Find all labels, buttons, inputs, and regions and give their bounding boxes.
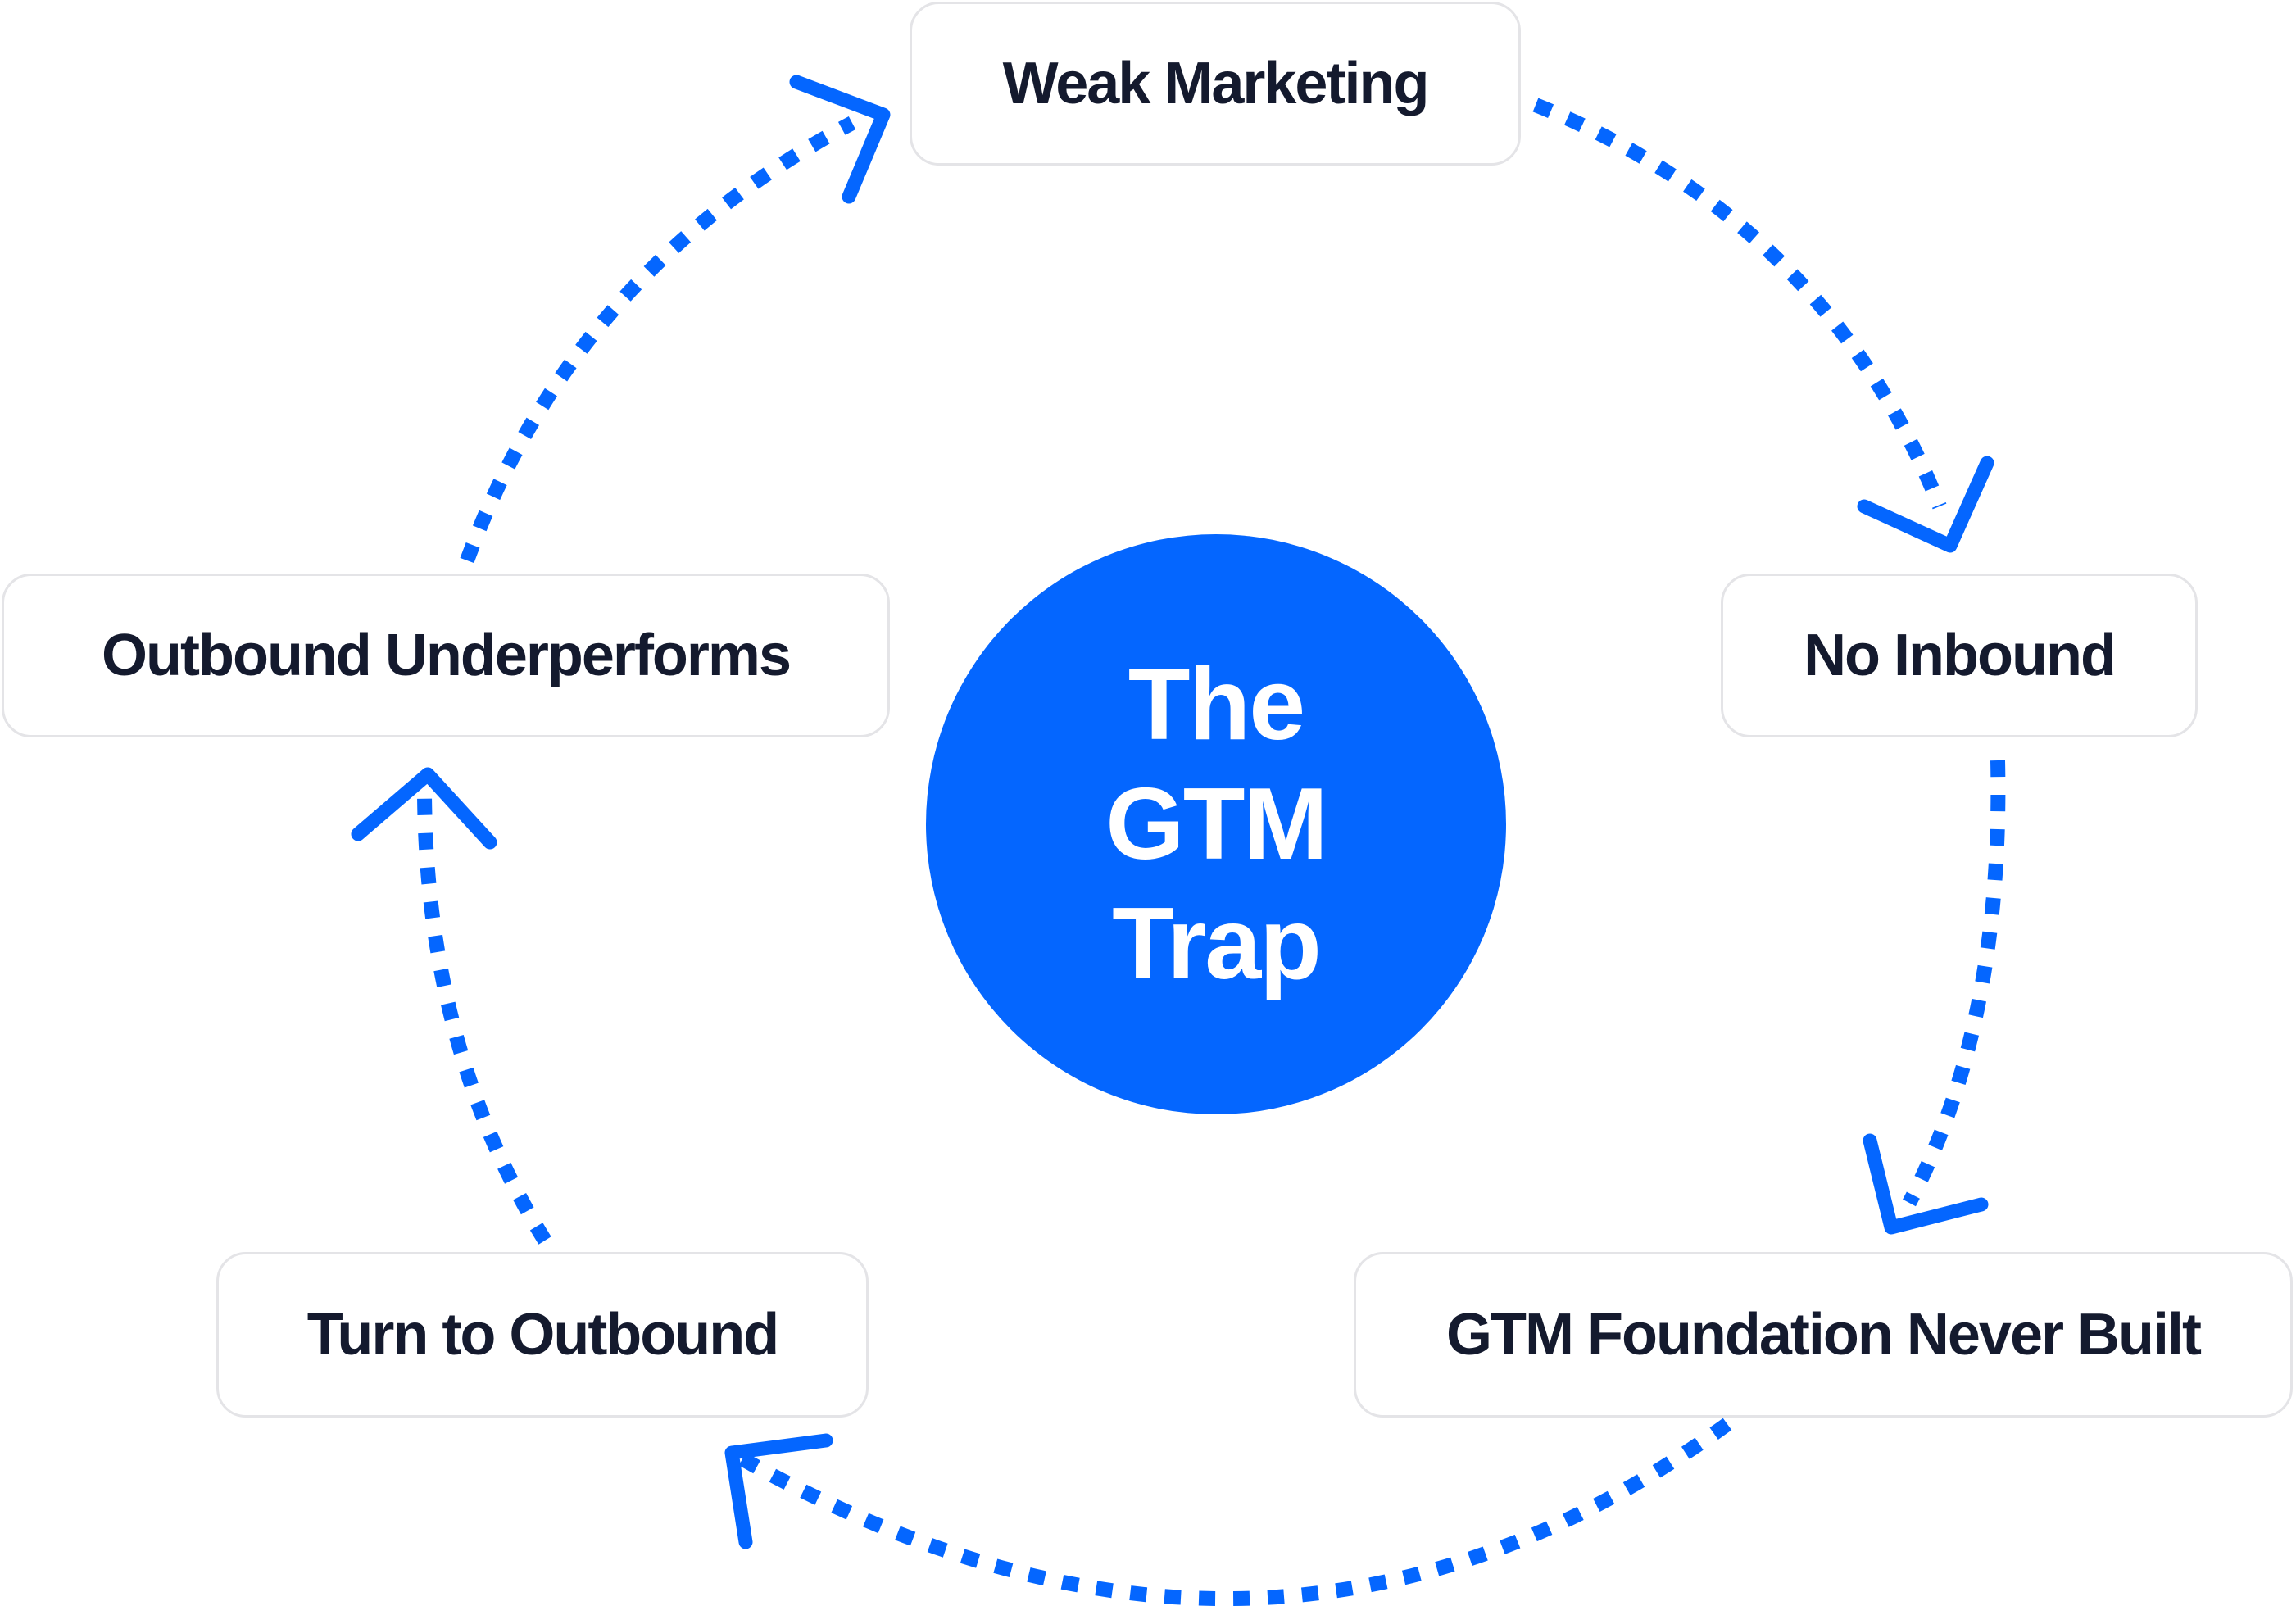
- node-label: Outbound Underperforms: [102, 623, 792, 688]
- arrowhead-foundation: [1863, 1133, 1989, 1235]
- arrow-underperforms-to-weak-marketing: [460, 116, 856, 564]
- arrow-no-inbound-to-foundation: [1903, 760, 2006, 1207]
- node-label: No Inbound: [1804, 623, 2117, 688]
- node-no-inbound: No Inbound: [1721, 574, 2198, 737]
- arrowhead-turn-to-outbound: [724, 1433, 833, 1549]
- node-label: GTM Foundation Never Built: [1446, 1302, 2202, 1368]
- node-outbound-underperforms: Outbound Underperforms: [2, 574, 890, 737]
- hub-circle: The GTM Trap: [926, 534, 1506, 1114]
- hub-title-line-2: GTM: [1105, 768, 1327, 881]
- arrowhead-no-inbound: [1857, 456, 1994, 553]
- node-label: Weak Marketing: [1002, 51, 1430, 116]
- arrow-turn-to-outbound-to-underperforms: [417, 792, 551, 1245]
- node-weak-marketing: Weak Marketing: [910, 2, 1521, 166]
- hub-title-line-3: Trap: [1112, 887, 1322, 1000]
- arrowhead-weak-marketing: [789, 75, 891, 204]
- arrow-foundation-to-turn-to-outbound: [737, 1418, 1732, 1606]
- arrow-weak-marketing-to-no-inbound: [1532, 98, 1947, 510]
- node-turn-to-outbound: Turn to Outbound: [216, 1252, 869, 1418]
- node-label: Turn to Outbound: [306, 1302, 779, 1368]
- hub-title-line-1: The: [1128, 648, 1305, 761]
- node-gtm-foundation-never-built: GTM Foundation Never Built: [1354, 1252, 2293, 1418]
- arrowhead-underperforms: [351, 767, 497, 850]
